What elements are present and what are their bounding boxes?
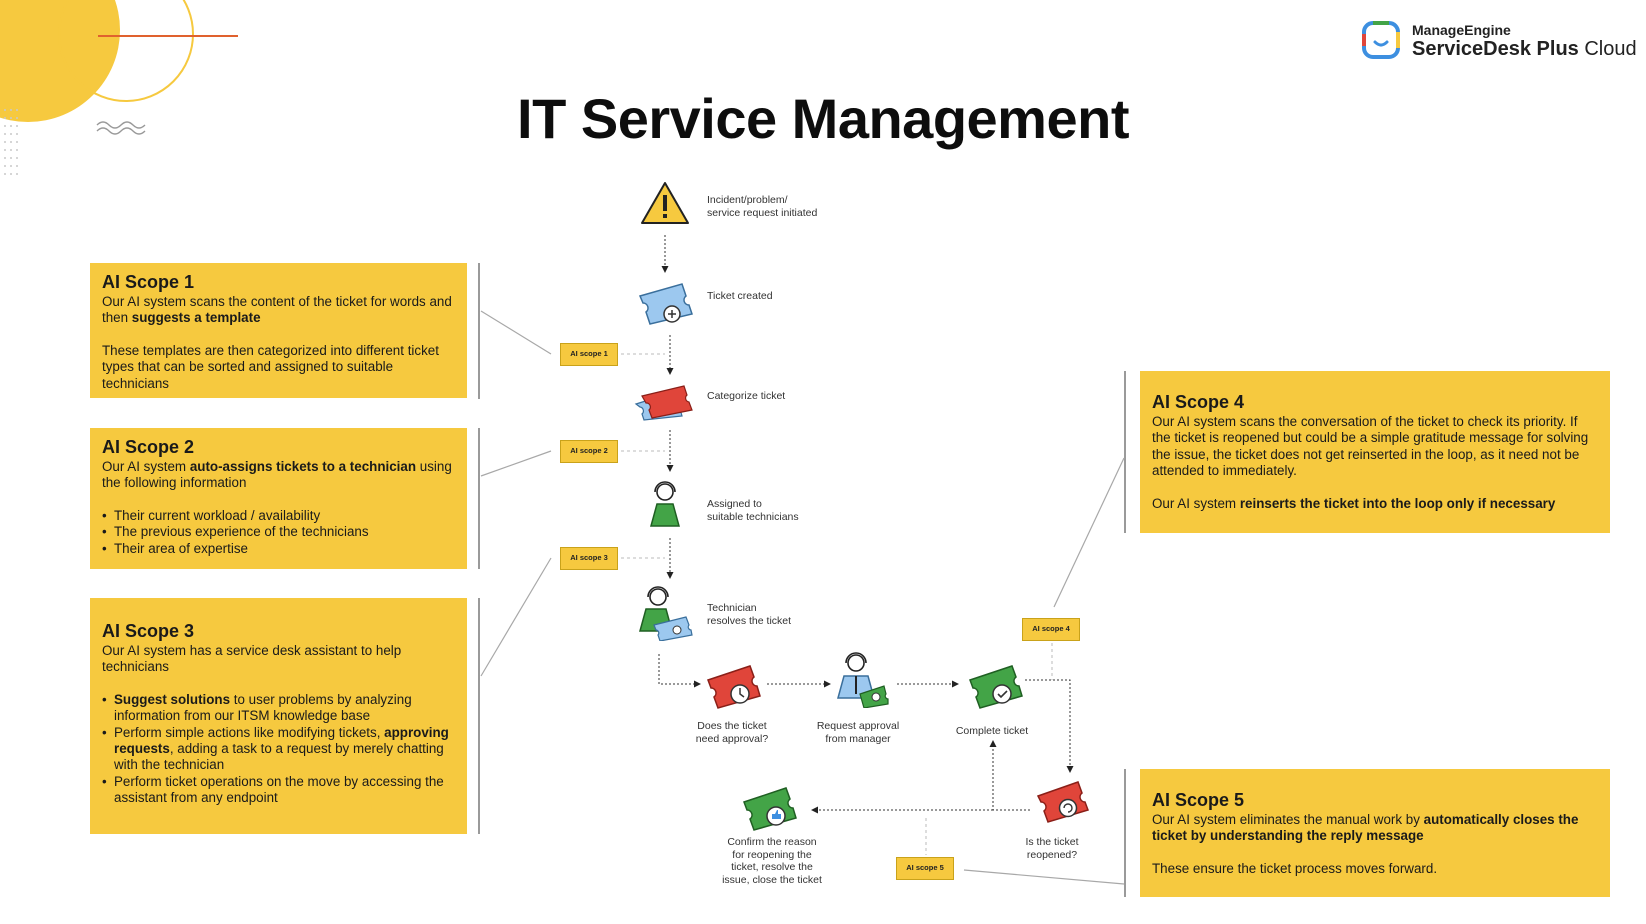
- step-ticket-created-label: Ticket created: [707, 290, 773, 302]
- logo-brand: ManageEngine: [1412, 22, 1511, 38]
- step-confirm-label: Confirm the reason for reopening the tic…: [722, 836, 822, 886]
- technician-icon: [650, 481, 680, 527]
- ai-scope-3-tag: AI scope 3: [560, 547, 618, 570]
- ai-scope-5-title: AI Scope 5: [1152, 790, 1245, 810]
- step-initiated-label: Incident/problem/ service request initia…: [707, 194, 818, 219]
- technician-resolves-icon: [639, 586, 693, 641]
- complete-ticket-icon: [969, 665, 1023, 709]
- step-approval-label: Does the ticket need approval?: [695, 720, 769, 745]
- ai-scope-1-text: Our AI system scans the content of the t…: [102, 294, 452, 326]
- ai-scope-3-title: AI Scope 3: [102, 621, 195, 641]
- list-item: Perform simple actions like modifying ti…: [102, 725, 455, 774]
- ai-scope-3-text: Our AI system has a service desk assista…: [102, 643, 402, 675]
- ai-scope-2-tag: AI scope 2: [560, 440, 618, 463]
- reopened-ticket-icon: [1036, 781, 1089, 823]
- divider: [1124, 769, 1126, 897]
- categorize-ticket-icon: [634, 385, 693, 421]
- divider: [478, 598, 480, 834]
- page-title: IT Service Management: [517, 87, 1129, 150]
- divider: [478, 428, 480, 569]
- list-item: Perform ticket operations on the move by…: [102, 774, 455, 807]
- ai-scope-5-text-2: These ensure the ticket process moves fo…: [1152, 860, 1438, 876]
- list-item: Their current workload / availability: [102, 508, 455, 525]
- ai-scope-1-text-2: These templates are then categorized int…: [102, 342, 439, 391]
- ai-scope-2-title: AI Scope 2: [102, 437, 195, 457]
- ai-scope-4-tag: AI scope 4: [1022, 618, 1080, 641]
- divider: [1124, 371, 1126, 533]
- ticket-created-icon: [638, 283, 693, 325]
- ai-scope-1-box: AI Scope 1 Our AI system scans the conte…: [90, 263, 467, 398]
- servicedesk-logo-icon: [1362, 21, 1400, 59]
- step-reopened-label: Is the ticket reopened?: [1025, 836, 1079, 861]
- step-complete-label: Complete ticket: [955, 725, 1029, 737]
- ai-scope-4-text: Our AI system scans the conversation of …: [1152, 414, 1589, 479]
- logo-product: ServiceDesk Plus Cloud: [1412, 38, 1637, 60]
- ai-scope-3-list: Suggest solutions to user problems by an…: [102, 692, 455, 807]
- ai-scope-1-title: AI Scope 1: [102, 272, 195, 292]
- step-categorize-label: Categorize ticket: [707, 390, 786, 402]
- list-item: Their area of expertise: [102, 541, 455, 558]
- ai-scope-4-box: AI Scope 4 Our AI system scans the conve…: [1140, 371, 1610, 533]
- confirm-close-ticket-icon: [743, 787, 797, 831]
- ai-scope-5-text: Our AI system eliminates the manual work…: [1152, 812, 1579, 844]
- step-request-approval-label: Request approval from manager: [816, 720, 900, 745]
- divider: [478, 263, 480, 399]
- list-item: Suggest solutions to user problems by an…: [102, 692, 455, 725]
- manager-approval-icon: [837, 652, 889, 708]
- warning-icon: [641, 182, 689, 224]
- ai-scope-4-title: AI Scope 4: [1152, 392, 1245, 412]
- step-assigned-label: Assigned to suitable technicians: [707, 498, 799, 523]
- ai-scope-5-box: AI Scope 5 Our AI system eliminates the …: [1140, 769, 1610, 897]
- step-resolves-label: Technician resolves the ticket: [707, 602, 792, 627]
- ai-scope-5-tag: AI scope 5: [896, 857, 954, 880]
- decorative-circles: [0, 0, 238, 175]
- ai-scope-2-box: AI Scope 2 Our AI system auto-assigns ti…: [90, 428, 467, 569]
- list-item: The previous experience of the technicia…: [102, 524, 455, 541]
- approval-ticket-icon: [707, 665, 761, 709]
- ai-scope-4-text-2: Our AI system reinserts the ticket into …: [1152, 495, 1556, 511]
- ai-scope-1-tag: AI scope 1: [560, 343, 618, 366]
- ai-scope-2-text: Our AI system auto-assigns tickets to a …: [102, 459, 452, 491]
- ai-scope-2-list: Their current workload / availability Th…: [102, 508, 455, 558]
- ai-scope-3-box: AI Scope 3 Our AI system has a service d…: [90, 598, 467, 834]
